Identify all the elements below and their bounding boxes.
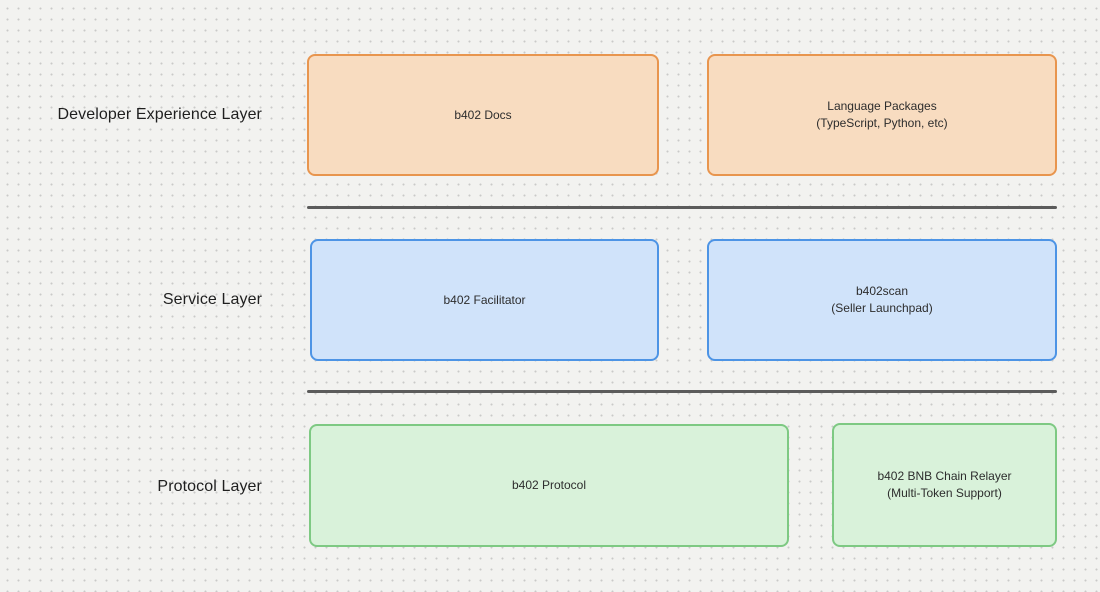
box-b402scan-label-line1: b402scan (855, 284, 909, 298)
box-b402-bnb-chain-relayer-label-line1: b402 BNB Chain Relayer (877, 469, 1012, 483)
box-b402-protocol[interactable]: b402 Protocol (309, 424, 789, 547)
box-b402-bnb-chain-relayer[interactable]: b402 BNB Chain Relayer (Multi-Token Supp… (832, 423, 1057, 547)
layer-label-protocol: Protocol Layer (157, 478, 262, 495)
box-language-packages-label-line1: Language Packages (827, 99, 937, 113)
box-language-packages[interactable]: Language Packages (TypeScript, Python, e… (707, 54, 1057, 176)
box-b402-protocol-label: b402 Protocol (511, 478, 587, 492)
box-b402-facilitator-label: b402 Facilitator (443, 292, 526, 307)
layer-divider-bottom (307, 390, 1057, 393)
layer-label-developer-experience: Developer Experience Layer (57, 106, 262, 123)
box-b402-docs-label: b402 Docs (454, 107, 512, 122)
box-b402-bnb-chain-relayer-label-line2: (Multi-Token Support) (887, 486, 1002, 500)
box-b402-docs[interactable]: b402 Docs (307, 54, 659, 176)
box-b402scan-label-line2: (Seller Launchpad) (831, 301, 933, 315)
box-b402-facilitator[interactable]: b402 Facilitator (310, 239, 659, 361)
layer-divider-top (307, 206, 1057, 209)
box-language-packages-label-line2: (TypeScript, Python, etc) (816, 116, 948, 130)
box-b402scan[interactable]: b402scan (Seller Launchpad) (707, 239, 1057, 361)
layer-label-service: Service Layer (162, 291, 262, 308)
